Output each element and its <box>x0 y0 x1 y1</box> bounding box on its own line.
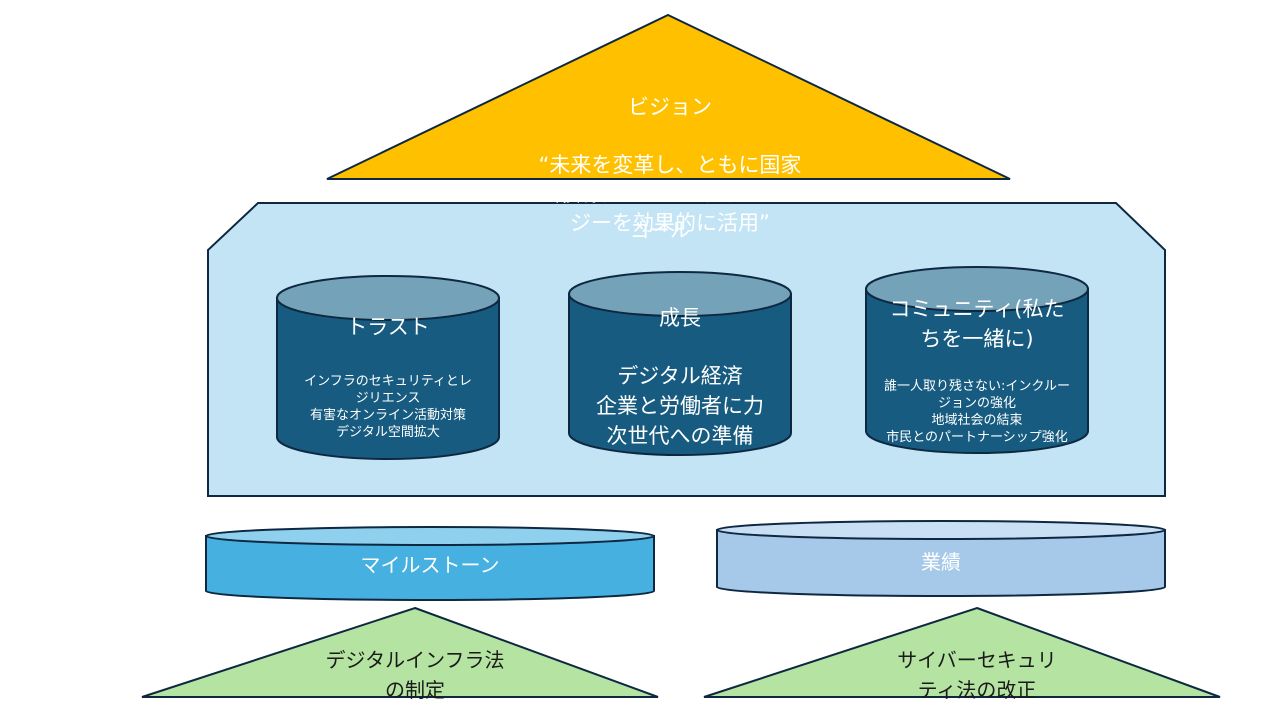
pillar-trust-cylinder <box>276 275 500 460</box>
goal-title: ゴール <box>630 218 690 242</box>
law-cybersecurity-label: サイバーセキュリ ティ法の改正 <box>897 648 1057 702</box>
milestone-cylinder <box>205 526 655 601</box>
law-triangle-digital-infra <box>141 606 659 698</box>
pillar-trust-title: トラスト <box>346 315 430 339</box>
vision-triangle <box>326 13 1011 180</box>
vision-text: ビジョン “未来を変革し、ともに国家 を形成するために、テクノロ ジーを効果的に… <box>470 64 870 267</box>
performance-label: 業績 <box>921 550 961 574</box>
pillar-community-body: 誰一人取り残さない:インクルー ジョンの強化 地域社会の結束 市民とのパートナー… <box>884 379 1070 445</box>
milestone-label: マイルストーン <box>360 553 500 577</box>
performance-cylinder <box>716 520 1166 597</box>
pillar-community-title: コミュニティ(私た ちを一緒に) <box>889 297 1065 351</box>
pillar-trust-body: インフラのセキュリティとレ ジリエンス 有害なオンライン活動対策 デジタル空間拡… <box>304 374 472 440</box>
law-digital-infra-label: デジタルインフラ法 の制定 <box>325 648 505 702</box>
vision-statement: “未来を変革し、ともに国家 を形成するために、テクノロ ジーを効果的に活用” <box>534 153 806 235</box>
law-triangle-cybersecurity <box>703 606 1221 698</box>
pillar-growth-title: 成長 <box>659 306 701 330</box>
pillar-growth-cylinder <box>568 271 792 456</box>
vision-title: ビジョン <box>628 95 712 119</box>
pillar-growth-body: デジタル経済 企業と労働者に力 次世代への準備 <box>596 364 764 448</box>
pillar-community-cylinder <box>865 266 1089 454</box>
